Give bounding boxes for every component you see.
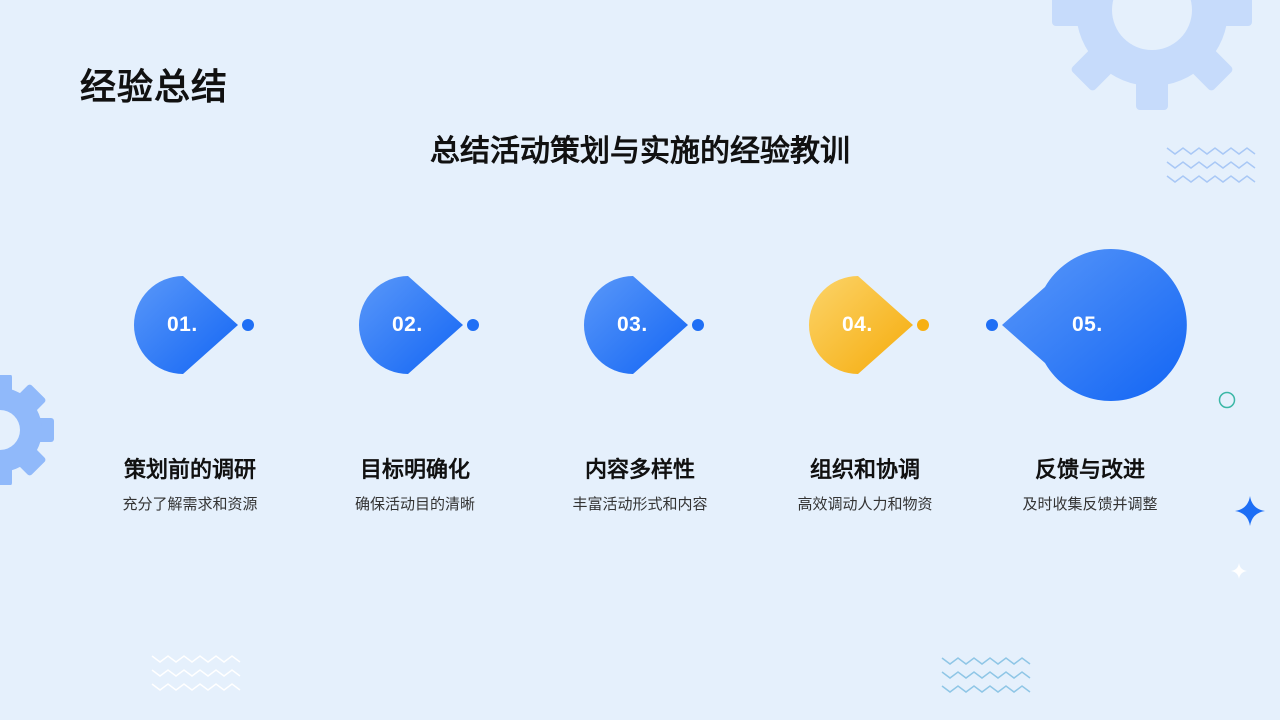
gear-icon-top-right xyxy=(1052,0,1252,110)
step-4-number: 04. xyxy=(842,313,873,336)
ring-icon xyxy=(1218,391,1236,409)
wave-pattern-bottom-left xyxy=(151,655,241,691)
wave-pattern-top-right xyxy=(1166,147,1256,183)
sparkle-icon-white xyxy=(1231,563,1247,579)
step-1: 01. 策划前的调研 充分了解需求和资源 xyxy=(75,240,305,540)
step-3: 03. 内容多样性 丰富活动形式和内容 xyxy=(525,240,755,540)
step-2: 02. 目标明确化 确保活动目的清晰 xyxy=(300,240,530,540)
step-1-title: 策划前的调研 xyxy=(123,458,256,483)
step-2-marker xyxy=(358,276,479,374)
step-2-number: 02. xyxy=(392,313,423,336)
step-1-marker xyxy=(133,276,254,374)
page-title: 经验总结 xyxy=(80,67,229,108)
gear-icon-left xyxy=(0,375,54,485)
step-4-title: 组织和协调 xyxy=(809,458,920,483)
sparkle-icon-blue xyxy=(1235,496,1265,526)
step-4-marker xyxy=(808,276,929,374)
step-1-number: 01. xyxy=(167,313,198,336)
step-5-title: 反馈与改进 xyxy=(1034,458,1145,483)
step-4: 04. 组织和协调 高效调动人力和物资 xyxy=(750,240,980,540)
step-3-marker xyxy=(583,276,704,374)
step-3-desc: 丰富活动形式和内容 xyxy=(572,495,708,513)
step-5: 05. 反馈与改进 及时收集反馈并调整 xyxy=(975,240,1205,540)
step-3-number: 03. xyxy=(617,313,648,336)
step-5-desc: 及时收集反馈并调整 xyxy=(1022,495,1158,513)
step-3-title: 内容多样性 xyxy=(584,458,695,483)
step-2-desc: 确保活动目的清晰 xyxy=(354,495,475,513)
step-2-title: 目标明确化 xyxy=(359,458,470,483)
step-5-marker xyxy=(986,249,1187,401)
step-5-number: 05. xyxy=(1072,313,1103,336)
step-4-desc: 高效调动人力和物资 xyxy=(797,495,933,513)
page-subtitle: 总结活动策划与实施的经验教训 xyxy=(430,134,850,169)
step-1-desc: 充分了解需求和资源 xyxy=(122,495,258,513)
wave-pattern-bottom-right xyxy=(941,657,1031,693)
